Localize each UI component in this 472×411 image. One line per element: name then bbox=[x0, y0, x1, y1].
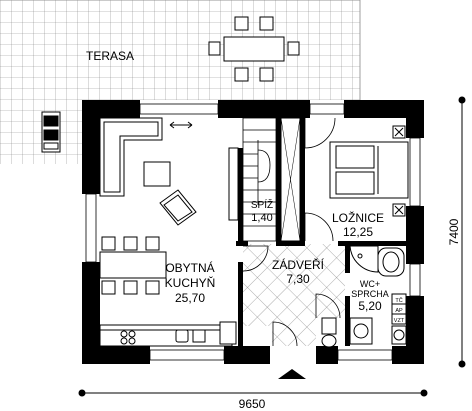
room-area-wc: 5,20 bbox=[358, 299, 382, 313]
room-area-loznice: 12,25 bbox=[343, 225, 373, 239]
room-label-loznice: LOŽNICE bbox=[332, 210, 384, 225]
terrace-table-set bbox=[208, 16, 300, 82]
exterior-walls bbox=[82, 100, 424, 364]
dimension-width: 9650 bbox=[239, 397, 266, 411]
dimension-depth: 7400 bbox=[447, 218, 461, 245]
room-label-obytna: OBYTNÁ bbox=[165, 260, 214, 275]
outdoor-unit-icon bbox=[41, 111, 61, 153]
utility-units bbox=[391, 293, 407, 345]
room-label-zadveri: ZÁDVEŘÍ bbox=[272, 257, 325, 272]
room-area-spiz: 1,40 bbox=[251, 212, 272, 224]
windows bbox=[85, 103, 421, 361]
sofa bbox=[99, 117, 163, 197]
fixture-label-ap: AP bbox=[395, 308, 403, 314]
toilet bbox=[321, 317, 337, 348]
armchair bbox=[159, 189, 197, 226]
interior-walls bbox=[236, 118, 406, 346]
washbasin bbox=[377, 247, 405, 277]
room-label-terasa: TERASA bbox=[86, 49, 134, 63]
washing-machine bbox=[349, 317, 373, 345]
nightstand-lamp-icon bbox=[392, 125, 406, 217]
room-label-sprcha: SPRCHA bbox=[351, 289, 389, 299]
room-area-zadveri: 7,30 bbox=[286, 272, 310, 286]
sliding-door-arrow-icon bbox=[169, 121, 193, 129]
tv-unit bbox=[228, 147, 239, 221]
hall-tiles bbox=[243, 244, 345, 346]
coffee-table bbox=[143, 161, 171, 187]
room-label-spiz: SPÍŽ bbox=[251, 198, 273, 211]
entrance-arrow-icon bbox=[278, 369, 306, 379]
kitchen-counter bbox=[99, 321, 237, 347]
shower bbox=[349, 245, 379, 273]
dining-set bbox=[99, 236, 167, 295]
fixture-label-vzt: VZT bbox=[394, 318, 405, 324]
room-label-wc: WC+ bbox=[360, 279, 380, 289]
fixture-label-tc: TČ bbox=[395, 297, 402, 304]
terrace-grid bbox=[0, 0, 361, 164]
doors bbox=[242, 117, 341, 347]
room-area-obytna: 25,70 bbox=[175, 291, 205, 305]
room-label-kuchyn: KUCHYŇ bbox=[165, 275, 216, 290]
wardrobe bbox=[280, 117, 301, 242]
staircase bbox=[242, 117, 277, 242]
double-bed bbox=[329, 141, 409, 199]
dimension-lines bbox=[78, 96, 466, 397]
